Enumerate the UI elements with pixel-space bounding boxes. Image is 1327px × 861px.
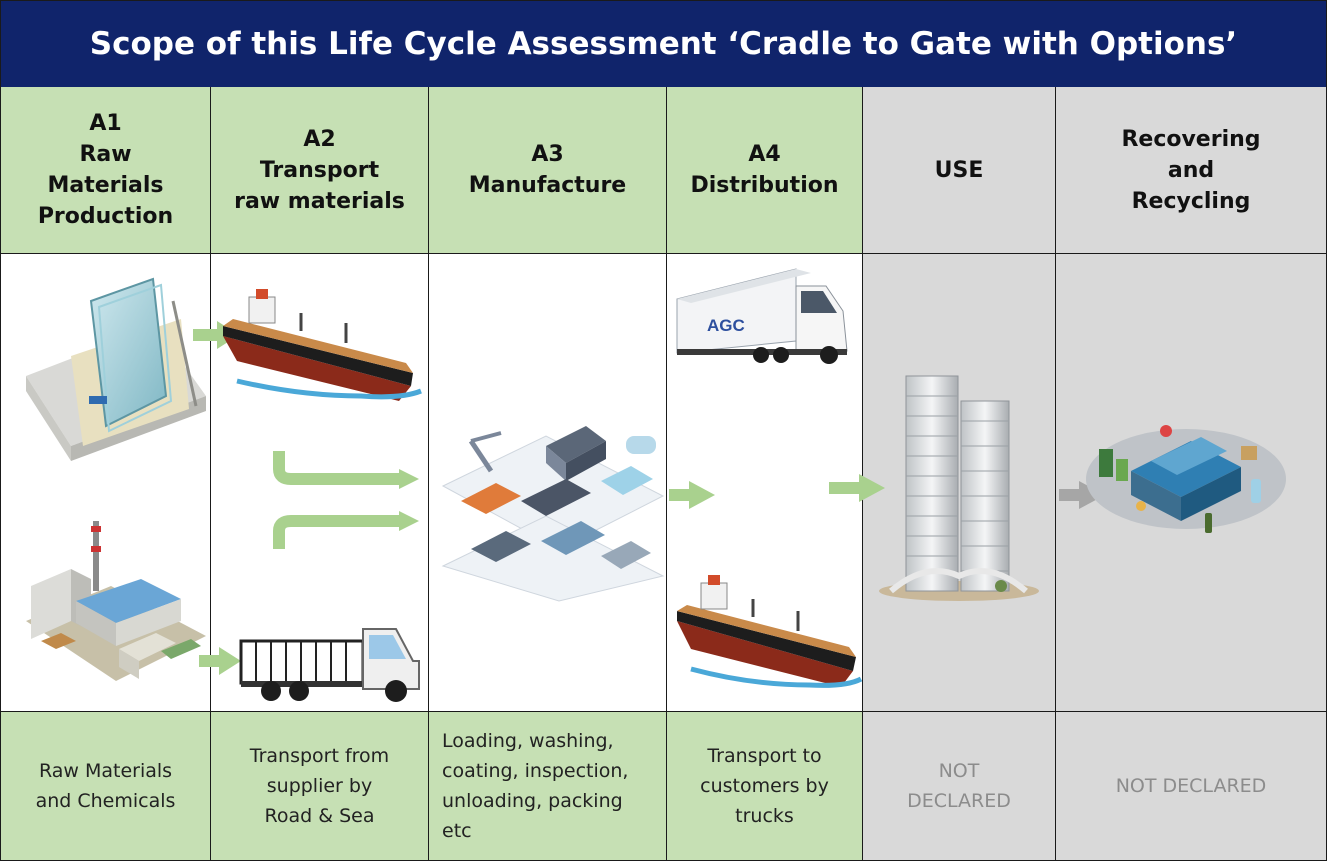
stage-a3-desc-4: etc — [442, 820, 472, 842]
stage-recycling-desc: NOT DECLARED — [1115, 775, 1267, 797]
stage-a4-desc-3: trucks — [735, 805, 794, 827]
stage-a3-name: Manufacture — [468, 173, 627, 198]
stage-a3-desc-3: unloading, packing — [442, 790, 623, 812]
stage-a3-desc-2: coating, inspection, — [442, 760, 629, 782]
stage-a1-code: A1 — [89, 111, 122, 136]
stage-a4-name: Distribution — [690, 173, 839, 198]
stage-a2-desc-1: Transport from — [249, 745, 390, 767]
stage-image-use — [863, 254, 1056, 712]
stage-desc-a3: Loading, washing, coating, inspection, u… — [429, 712, 667, 860]
stage-a2-desc-3: Road & Sea — [264, 805, 375, 827]
stage-a1-desc-1: Raw Materials — [38, 760, 173, 782]
stage-desc-a2: Transport from supplier by Road & Sea — [211, 712, 429, 860]
stage-a2-desc-2: supplier by — [266, 775, 373, 797]
stage-a3-desc-1: Loading, washing, — [442, 730, 614, 752]
stage-desc-a4: Transport to customers by trucks — [667, 712, 863, 860]
stage-a2-name-2: raw materials — [234, 188, 405, 214]
stage-a2-name-1: Transport — [259, 157, 380, 183]
stage-desc-a1: Raw Materials and Chemicals — [1, 712, 211, 860]
stage-header-a3: A3 Manufacture — [429, 87, 667, 254]
stage-use-desc-1: NOT — [938, 760, 980, 782]
stage-recycling-name-1: Recovering — [1121, 126, 1261, 152]
stage-image-a4 — [667, 254, 863, 712]
stage-image-a3 — [429, 254, 667, 712]
stage-use-desc-2: DECLARED — [907, 790, 1011, 812]
stage-image-recycling — [1056, 254, 1326, 712]
stage-header-use: USE — [863, 87, 1056, 254]
stage-a1-name-1: Raw — [79, 142, 132, 167]
stage-desc-recycling: NOT DECLARED — [1056, 712, 1326, 860]
stage-use-name: USE — [934, 157, 984, 183]
stage-a1-desc-2: and Chemicals — [35, 790, 176, 812]
stage-image-a2 — [211, 254, 429, 712]
stage-header-a1: A1 Raw Materials Production — [1, 87, 211, 254]
stage-a2-code: A2 — [303, 126, 336, 152]
stage-recycling-name-3: Recycling — [1131, 188, 1251, 214]
stage-header-recycling: Recovering and Recycling — [1056, 87, 1326, 254]
stage-a4-desc-2: customers by — [700, 775, 829, 797]
stage-image-a1 — [1, 254, 211, 712]
stage-a4-desc-1: Transport to — [707, 745, 822, 767]
stage-a1-name-2: Materials — [47, 173, 164, 198]
stage-header-a2: A2 Transport raw materials — [211, 87, 429, 254]
diagram-title: Scope of this Life Cycle Assessment ‘Cra… — [1, 1, 1326, 87]
stage-a4-code: A4 — [748, 142, 781, 167]
stage-a3-code: A3 — [531, 142, 564, 167]
stage-desc-use: NOT DECLARED — [863, 712, 1056, 860]
stage-header-a4: A4 Distribution — [667, 87, 863, 254]
stage-a1-name-3: Production — [37, 204, 174, 229]
stage-recycling-name-2: and — [1167, 157, 1215, 183]
